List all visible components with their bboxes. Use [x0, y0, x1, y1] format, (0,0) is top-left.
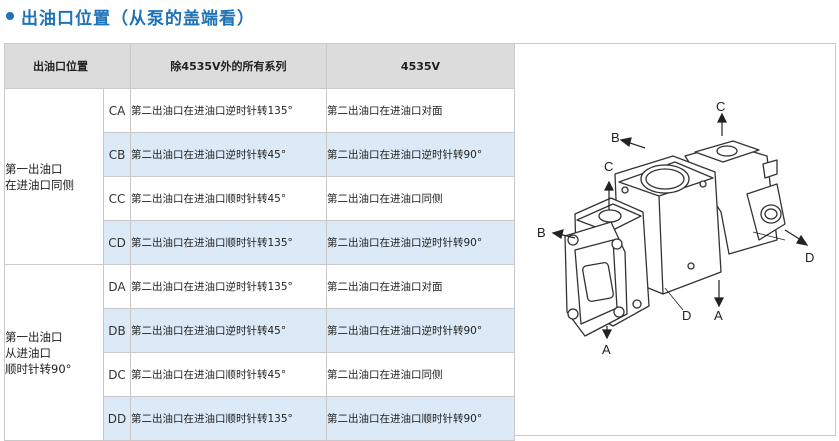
pump-diagram: C C B B A A D D D — [537, 99, 814, 357]
row-code: CA — [103, 88, 131, 133]
row-all-series: 第二出油口在进油口顺时针转45° — [130, 176, 327, 221]
header-all-series: 除4535V外的所有系列 — [130, 43, 327, 89]
table-row: CD 第二出油口在进油口顺时针转135° 第二出油口在进油口逆时针转90° — [5, 220, 515, 265]
header-4535v: 4535V — [326, 43, 515, 89]
pump-diagram-panel: C C B B A A D D D — [514, 43, 836, 436]
row-4535v: 第二出油口在进油口同侧 — [326, 176, 515, 221]
row-all-series: 第二出油口在进油口顺时针转45° — [130, 352, 327, 397]
row-all-series: 第二出油口在进油口顺时针转135° — [130, 220, 327, 265]
row-all-series: 第二出油口在进油口顺时针转135° — [130, 396, 327, 441]
group-label-line: 从进油口 — [5, 345, 51, 360]
table-row: DB 第二出油口在进油口逆时针转45° 第二出油口在进油口逆时针转90° — [5, 308, 515, 353]
row-code: CC — [103, 176, 131, 221]
label-b-left: B — [537, 225, 546, 240]
label-b-top: B — [611, 130, 620, 145]
group-label-line: 第一出油口 — [5, 161, 63, 176]
row-code: CB — [103, 132, 131, 177]
row-code: DD — [103, 396, 131, 441]
label-c-left: C — [604, 159, 613, 174]
table-row: 第一出油口 在进油口同侧 CA 第二出油口在进油口逆时针转135° 第二出油口在… — [4, 88, 515, 265]
row-4535v: 第二出油口在进油口对面 — [326, 88, 515, 133]
section-title: 出油口位置（从泵的盖端看） — [4, 5, 255, 29]
row-all-series: 第二出油口在进油口逆时针转135° — [130, 88, 327, 133]
label-c-top: C — [716, 99, 725, 114]
label-a-bottom: A — [602, 342, 611, 357]
label-d-right: D — [805, 250, 814, 265]
row-4535v: 第二出油口在进油口逆时针转90° — [326, 132, 515, 177]
bullet-icon — [6, 12, 14, 20]
outlet-position-table: 出油口位置 除4535V外的所有系列 4535V 第一出油口 在进油口同侧 CA… — [4, 43, 515, 441]
row-all-series: 第二出油口在进油口逆时针转45° — [130, 132, 327, 177]
table-row: DD 第二出油口在进油口顺时针转135° 第二出油口在进油口顺时针转90° — [5, 396, 515, 441]
row-4535v: 第二出油口在进油口同侧 — [326, 352, 515, 397]
row-4535v: 第二出油口在进油口逆时针转90° — [326, 220, 515, 265]
row-code: CD — [103, 220, 131, 265]
row-all-series: 第二出油口在进油口逆时针转45° — [130, 308, 327, 353]
table-row: 第一出油口 从进油口 顺时针转90° DA 第二出油口在进油口逆时针转135° … — [4, 264, 515, 441]
group-label-d: 第一出油口 从进油口 顺时针转90° — [4, 264, 104, 441]
group-label-line: 在进油口同侧 — [5, 177, 74, 192]
row-code: DA — [103, 264, 131, 309]
section-title-text: 出油口位置（从泵的盖端看） — [21, 8, 255, 29]
label-d-center: D — [682, 308, 691, 323]
table-row: CC 第二出油口在进油口顺时针转45° 第二出油口在进油口同侧 — [5, 176, 515, 221]
table-row: DC 第二出油口在进油口顺时针转45° 第二出油口在进油口同侧 — [5, 352, 515, 397]
row-4535v: 第二出油口在进油口逆时针转90° — [326, 308, 515, 353]
group-label-c: 第一出油口 在进油口同侧 — [4, 88, 104, 265]
row-code: DB — [103, 308, 131, 353]
header-outlet-position: 出油口位置 — [4, 43, 131, 89]
row-4535v: 第二出油口在进油口顺时针转90° — [326, 396, 515, 441]
row-4535v: 第二出油口在进油口对面 — [326, 264, 515, 309]
group-label-line: 顺时针转90° — [5, 361, 72, 376]
row-code: DC — [103, 352, 131, 397]
table-header-row: 出油口位置 除4535V外的所有系列 4535V — [4, 43, 515, 89]
table-row: CB 第二出油口在进油口逆时针转45° 第二出油口在进油口逆时针转90° — [5, 132, 515, 177]
group-label-line: 第一出油口 — [5, 329, 63, 344]
row-all-series: 第二出油口在进油口逆时针转135° — [130, 264, 327, 309]
label-a-right: A — [714, 308, 723, 323]
